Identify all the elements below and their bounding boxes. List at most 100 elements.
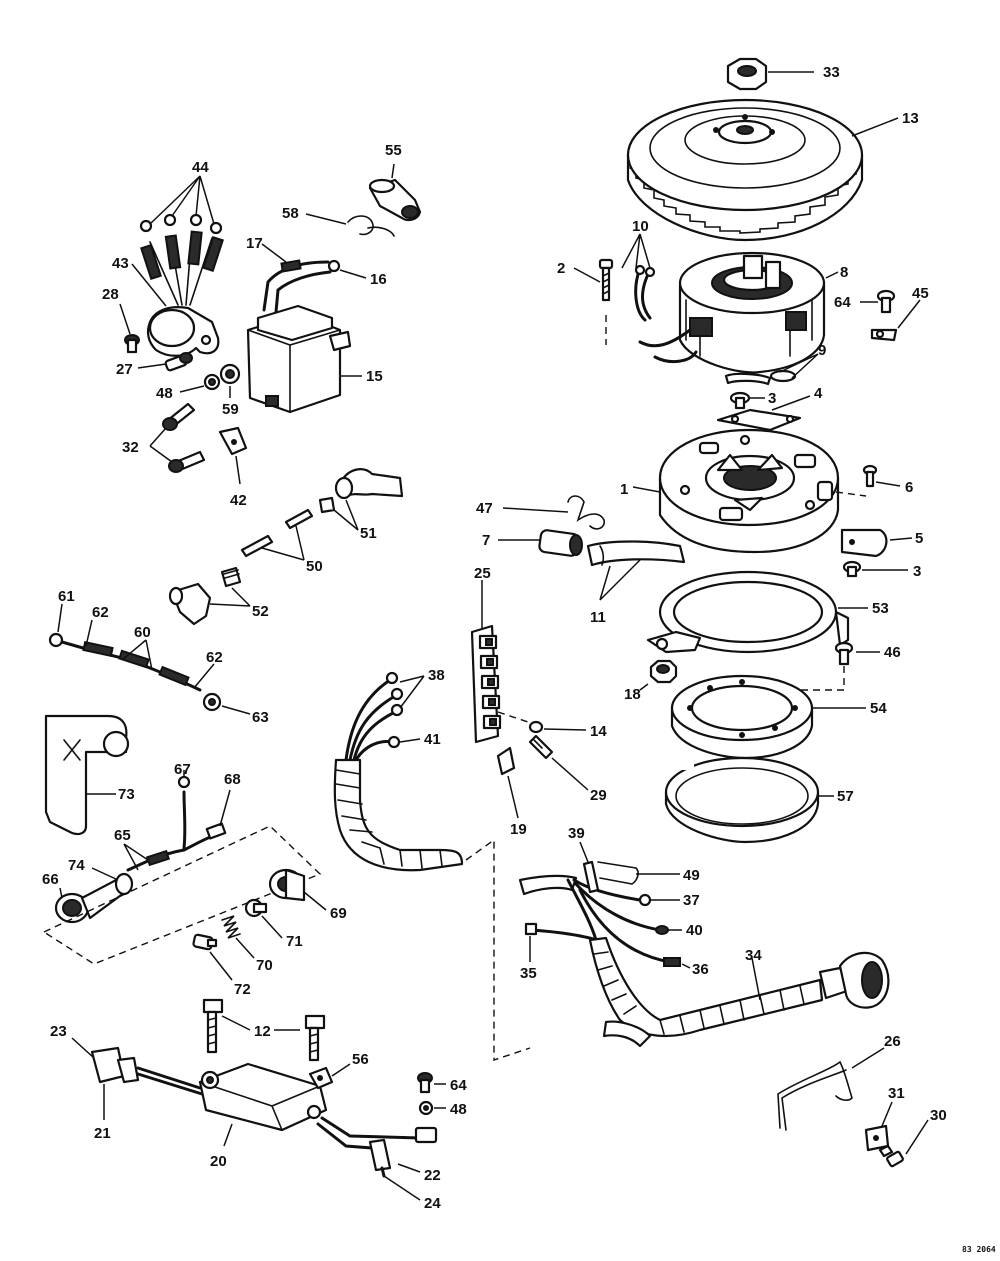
- pack-20: [198, 1062, 328, 1132]
- callout-71: 71: [286, 933, 303, 950]
- clamp-42: [218, 426, 248, 456]
- callout-73: 73: [118, 786, 135, 803]
- callout-34: 34: [745, 947, 762, 964]
- callout-57: 57: [837, 788, 854, 805]
- callout-66: 66: [42, 871, 59, 888]
- plug-leads-44: [139, 213, 224, 306]
- callout-1: 1: [620, 481, 628, 498]
- callout-27: 27: [116, 361, 133, 378]
- screw-30: [878, 1144, 904, 1168]
- spring-wire-26: [777, 1060, 853, 1131]
- callout-63: 63: [252, 709, 269, 726]
- stator-assembly: [638, 251, 826, 374]
- callout-10: 10: [632, 218, 649, 235]
- callout-33: 33: [823, 64, 840, 81]
- callout-18: 18: [624, 686, 641, 703]
- callout-49: 49: [683, 867, 700, 884]
- ring-57: [664, 756, 820, 844]
- callout-44: 44: [192, 159, 209, 176]
- callout-55: 55: [385, 142, 402, 159]
- clip-31: [864, 1124, 890, 1152]
- flywheel-nut: [726, 57, 768, 91]
- screw-27: [164, 352, 193, 372]
- callout-68: 68: [224, 771, 241, 788]
- callout-13: 13: [902, 110, 919, 127]
- bracket-73: [44, 714, 130, 836]
- callout-48b: 48: [450, 1101, 467, 1118]
- coil-15: [246, 304, 352, 414]
- callout-11: 11: [590, 609, 606, 626]
- screw-14: [528, 720, 544, 734]
- callout-62a: 62: [92, 604, 109, 621]
- callout-32: 32: [122, 439, 139, 456]
- screw-3-upper: [729, 391, 751, 410]
- armature-plate: [658, 428, 840, 554]
- callout-56: 56: [352, 1051, 369, 1068]
- callout-69: 69: [330, 905, 347, 922]
- callout-17: 17: [246, 235, 263, 252]
- callout-9: 9: [818, 342, 826, 359]
- washer-48-lower: [418, 1100, 434, 1116]
- callout-70: 70: [256, 957, 273, 974]
- screw-64-lower: [417, 1072, 433, 1094]
- callout-53: 53: [872, 600, 889, 617]
- callout-60: 60: [134, 624, 151, 641]
- lead-60-62: [48, 632, 222, 712]
- callout-64b: 64: [450, 1077, 467, 1094]
- callout-40: 40: [686, 922, 703, 939]
- callout-30: 30: [930, 1107, 947, 1124]
- callout-45: 45: [912, 285, 929, 302]
- connector-7: [538, 529, 583, 557]
- callout-5: 5: [915, 530, 923, 547]
- screw-3-lower: [842, 560, 862, 578]
- callout-62b: 62: [206, 649, 223, 666]
- callout-16: 16: [370, 271, 387, 288]
- ring-54: [670, 674, 814, 760]
- cover-plate: [840, 528, 888, 558]
- clip-56: [308, 1066, 334, 1090]
- callout-25: 25: [474, 565, 491, 582]
- callout-29: 29: [590, 787, 607, 804]
- screw-46: [834, 641, 854, 666]
- screw-6: [862, 464, 878, 488]
- harness-34: [518, 874, 890, 1048]
- clip-45: [870, 328, 898, 342]
- callout-3a: 3: [768, 390, 776, 407]
- callout-15: 15: [366, 368, 383, 385]
- callout-36: 36: [692, 961, 709, 978]
- callout-19: 19: [510, 821, 527, 838]
- callout-74: 74: [68, 857, 85, 874]
- callout-38: 38: [428, 667, 445, 684]
- coil-43: [146, 306, 220, 357]
- gasket-53: [646, 570, 850, 654]
- callout-14: 14: [590, 723, 607, 740]
- callout-26: 26: [884, 1033, 901, 1050]
- screw-64-upper: [876, 289, 896, 314]
- sleeve-11: [586, 540, 686, 567]
- connector-21-23: [90, 1046, 204, 1096]
- retainer-plate: [716, 408, 802, 432]
- wire-16-17: [262, 259, 341, 314]
- harness-41: [333, 671, 464, 872]
- callout-47: 47: [476, 500, 493, 517]
- screw-28: [124, 334, 140, 354]
- callout-20: 20: [210, 1153, 227, 1170]
- callout-50: 50: [306, 558, 323, 575]
- callout-67: 67: [174, 761, 191, 778]
- bolts-32: [162, 402, 206, 473]
- nut-59: [219, 363, 241, 385]
- switch-66: [54, 872, 134, 924]
- lead-65-68: [126, 775, 227, 872]
- stator-leads: [634, 264, 656, 322]
- bolts-12: [202, 998, 326, 1062]
- boot-55: [368, 178, 422, 222]
- callout-37: 37: [683, 892, 700, 909]
- hose-51: [318, 468, 404, 514]
- callout-22: 22: [424, 1167, 441, 1184]
- callout-23: 23: [50, 1023, 67, 1040]
- callout-4: 4: [814, 385, 823, 402]
- callout-24: 24: [424, 1195, 441, 1212]
- callout-72: 72: [234, 981, 251, 998]
- clamp-19: [496, 746, 516, 776]
- spring-clip-47: [567, 495, 606, 530]
